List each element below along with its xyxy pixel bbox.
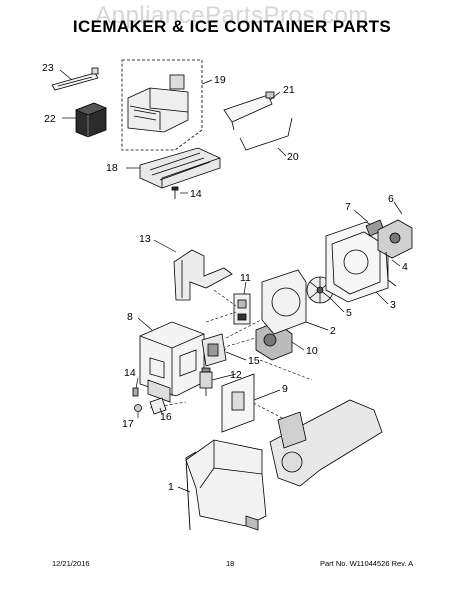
- part-21-plate: [223, 91, 275, 131]
- callout-4: 4: [402, 261, 408, 273]
- part-1-bracket-line: [185, 451, 197, 531]
- part-8-housing: [139, 321, 205, 403]
- part-14-screw-lower: [132, 387, 139, 397]
- part-2-shroud: [261, 269, 307, 335]
- part-16-clip: [149, 397, 167, 415]
- callout-17: 17: [122, 418, 134, 430]
- callout-19: 19: [214, 74, 226, 86]
- callout-14-top: 14: [190, 188, 202, 200]
- callout-16: 16: [160, 411, 172, 423]
- callout-6: 6: [388, 193, 394, 205]
- callout-15: 15: [248, 355, 260, 367]
- callout-labels: 23 22 19 21 20 18 14 13 11 8 15 12 9 10 …: [42, 62, 408, 493]
- part-14-screw-top: [171, 186, 179, 199]
- callout-7: 7: [345, 201, 351, 213]
- part-1-bucket: [185, 399, 383, 531]
- part-12-solenoid: [199, 367, 213, 396]
- part-11-switch: [233, 293, 251, 325]
- watermark: AppliancePartsPros.com: [95, 2, 369, 29]
- part-20-wire: [239, 117, 293, 151]
- callout-18: 18: [106, 162, 118, 174]
- part-22-box: [74, 102, 108, 138]
- footer-page-number: 18: [226, 559, 235, 568]
- page-title: ICEMAKER & ICE CONTAINER PARTS: [72, 17, 392, 36]
- callout-5: 5: [346, 307, 352, 319]
- callout-11: 11: [240, 272, 251, 284]
- callout-14-lower: 14: [124, 367, 136, 379]
- part-19-icemaker: [121, 59, 203, 151]
- callout-8: 8: [127, 311, 133, 323]
- callout-1: 1: [168, 481, 174, 493]
- part-3-frame: [325, 221, 389, 303]
- part-13-duct: [173, 249, 233, 301]
- footer-date: 12/21/2016: [52, 559, 90, 568]
- callout-leaders: [59, 69, 403, 493]
- callout-23: 23: [42, 62, 54, 74]
- callout-20: 20: [287, 151, 299, 163]
- callout-22: 22: [44, 113, 56, 125]
- callout-9: 9: [282, 383, 288, 395]
- part-9-panel: [221, 373, 255, 433]
- callout-13: 13: [139, 233, 151, 245]
- callout-21: 21: [283, 84, 295, 96]
- part-4-wire: [385, 251, 397, 287]
- callout-12: 12: [230, 369, 242, 381]
- part-15-bracket: [201, 333, 227, 367]
- footer-part-number: Part No. W11044526 Rev. A: [320, 559, 414, 568]
- callout-3: 3: [390, 299, 396, 311]
- part-6-motor: [377, 219, 413, 259]
- part-18-tray: [139, 147, 221, 189]
- part-10-motor: [255, 321, 293, 361]
- callout-2: 2: [330, 325, 336, 337]
- part-23-rail: [51, 67, 99, 91]
- callout-10: 10: [306, 345, 318, 357]
- part-17-cap: [134, 404, 142, 412]
